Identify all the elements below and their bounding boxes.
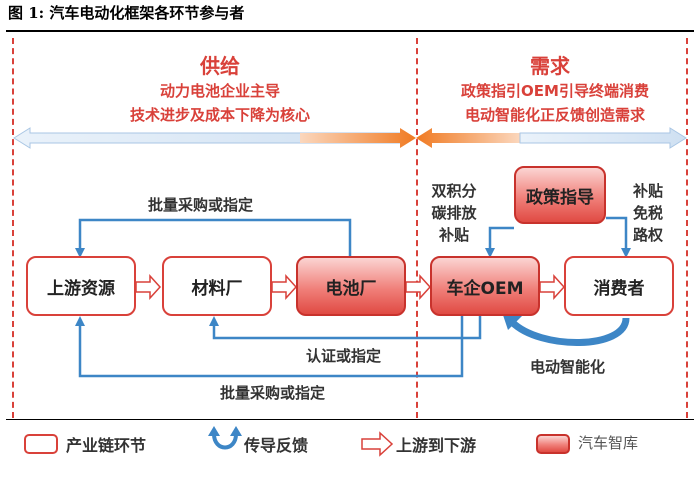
legend-key-node-swatch xyxy=(536,434,570,454)
supply-line-1: 动力电池企业主导 xyxy=(159,82,280,100)
demand-line-1: 政策指引OEM引导终端消费 xyxy=(461,82,649,100)
legend-chain-label: 产业链环节 xyxy=(66,436,147,455)
legend-chain-swatch xyxy=(24,434,58,454)
node-upstream-resources: 上游资源 xyxy=(26,256,136,316)
flow-arrow-battery-oem xyxy=(405,274,432,300)
node-materials-factory: 材料厂 xyxy=(162,256,272,316)
bulk-purchase-bottom-arrow xyxy=(75,316,464,378)
legend-key-node xyxy=(536,432,570,456)
center-dashed-divider xyxy=(416,38,418,418)
node-automaker-oem: 车企OEM xyxy=(430,256,540,316)
split-band-arrow xyxy=(13,127,687,149)
legend-feedback-icon xyxy=(208,426,242,450)
flow-arrow-materials-battery xyxy=(271,274,298,300)
feedback-curve-arrow xyxy=(502,312,630,346)
label-policy-left-3: 补贴 xyxy=(438,226,469,244)
label-feedback-electrification: 电动智能化 xyxy=(530,358,606,376)
label-bulk-purchase-bottom: 批量采购或指定 xyxy=(220,384,326,402)
legend-chain: 产业链环节 xyxy=(24,432,146,456)
label-policy-left-2: 碳排放 xyxy=(431,204,477,222)
left-dashed-border xyxy=(12,38,14,418)
legend-flow: 上游到下游 xyxy=(396,432,476,456)
legend-feedback: 传导反馈 xyxy=(244,432,308,456)
label-policy-right-3: 路权 xyxy=(632,226,663,244)
demand-title: 需求 xyxy=(530,54,570,78)
certification-arrow xyxy=(209,316,482,340)
supply-title: 供给 xyxy=(200,54,240,78)
label-policy-left: 双积分 碳排放 补贴 xyxy=(422,180,486,246)
policy-to-consumer-arrow xyxy=(606,216,631,258)
node-battery-factory: 电池厂 xyxy=(296,256,406,316)
legend-feedback-label: 传导反馈 xyxy=(244,436,309,455)
node-consumer: 消费者 xyxy=(564,256,674,316)
legend-flow-icon xyxy=(361,431,394,457)
watermark: 汽车智库 xyxy=(578,434,639,452)
right-dashed-border xyxy=(686,38,688,418)
supply-line-2: 技术进步及成本下降为核心 xyxy=(129,106,310,124)
demand-line-2: 电动智能化正反馈创造需求 xyxy=(464,106,645,124)
legend-flow-label: 上游到下游 xyxy=(396,436,477,455)
policy-to-oem-arrow xyxy=(485,226,514,258)
flow-arrow-upstream-materials xyxy=(135,274,162,300)
figure-title: 图 1: 汽车电动化框架各环节参与者 xyxy=(8,4,245,22)
flow-arrow-oem-consumer xyxy=(539,274,566,300)
bulk-purchase-top-arrow xyxy=(75,218,352,258)
bottom-rule xyxy=(6,419,694,420)
node-policy-guidance: 政策指导 xyxy=(514,166,606,224)
label-policy-right-1: 补贴 xyxy=(632,182,663,200)
label-certification: 认证或指定 xyxy=(306,347,382,365)
top-rule xyxy=(6,30,694,32)
label-policy-right: 补贴 免税 路权 xyxy=(624,180,672,246)
label-policy-left-1: 双积分 xyxy=(431,182,477,200)
label-policy-right-2: 免税 xyxy=(632,204,663,222)
label-bulk-purchase-top: 批量采购或指定 xyxy=(148,196,254,214)
